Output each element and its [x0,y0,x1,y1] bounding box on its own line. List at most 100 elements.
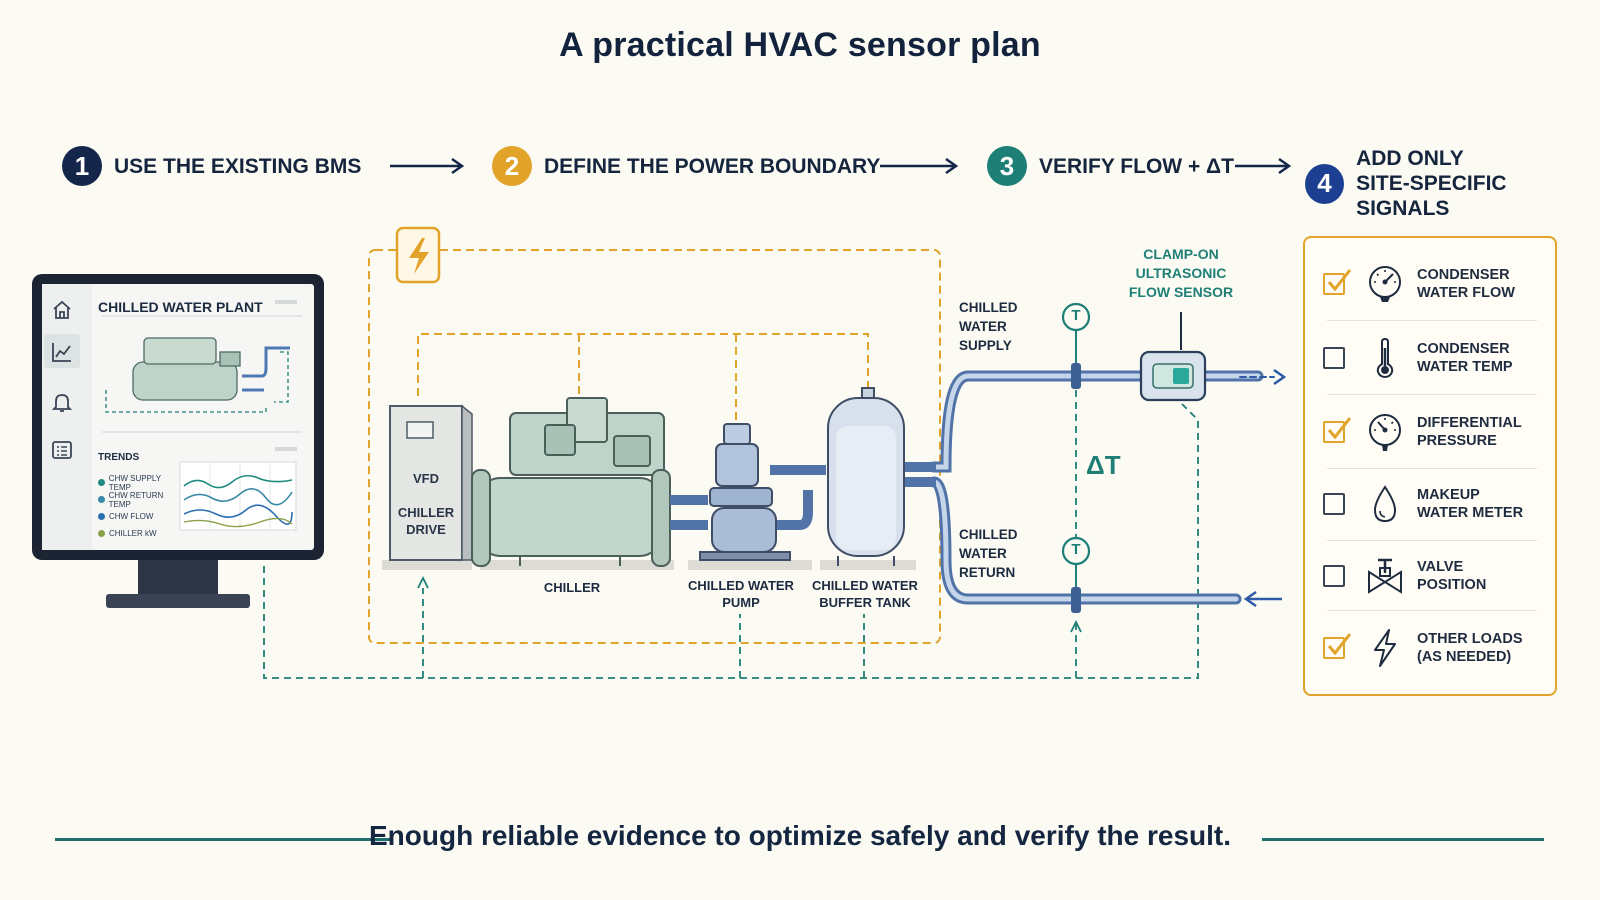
legend-dot [98,530,105,537]
legend-label: CHILLER kW [109,529,157,538]
checkbox-unchecked[interactable] [1323,493,1345,515]
pump-label-line1: CHILLED WATER [688,578,794,593]
return-temp-sensor [1061,536,1091,613]
legend-label: CHW FLOW [109,512,154,521]
checkbox-checked[interactable] [1323,269,1352,295]
step-4-label-line1: ADD ONLY [1356,147,1464,170]
vfd-data-arrow [417,575,429,589]
thermometer-icon [1376,338,1394,378]
legend-label: CHW RETURN TEMP [108,490,164,509]
divider [1327,320,1537,321]
checklist-item-line1: DIFFERENTIAL [1417,415,1522,431]
delta-t-label: ΔT [1086,450,1121,480]
flow-sensor-label-line1: CLAMP-ON [1143,246,1219,262]
legend-dot [98,479,105,486]
power-boundary [368,249,941,644]
bms-monitor [32,274,324,608]
return-label: CHILLED WATER RETURN [959,525,1018,582]
trend-legend-item: CHW RETURN TEMP [98,490,183,509]
bms-header: CHILLED WATER PLANT [98,299,263,315]
checkbox-unchecked[interactable] [1323,565,1345,587]
divider [1327,468,1537,469]
checklist-item-line1: VALVE [1417,559,1464,575]
step-4-label-line2: SITE-SPECIFIC SIGNALS [1356,172,1507,220]
chiller-unit [471,397,674,570]
supply-label: CHILLED WATER SUPPLY [959,298,1018,355]
step-2-label: DEFINE THE POWER BOUNDARY [544,154,881,178]
tagline: Enough reliable evidence to optimize saf… [368,820,1231,851]
chilled-water-pipes [928,370,1275,605]
sidebar-active-highlight [44,334,80,368]
checklist-item-line2: POSITION [1417,577,1487,593]
divider [1327,540,1537,541]
chiller-label: CHILLER [543,580,601,595]
vfd-cabinet [382,404,473,570]
tank-label-line1: CHILLED WATER [812,578,918,593]
step-2: 2 DEFINE THE POWER BOUNDARY [492,146,880,186]
return-label-line2: WATER [959,546,1007,561]
pressure-gauge-icon [1369,414,1401,451]
chart-icon[interactable] [50,340,74,364]
chilled-water-pump [670,423,826,570]
vfd-label-line2: CHILLER [397,505,455,520]
vfd-label: VFD CHILLER DRIVE [390,470,462,538]
checklist-item[interactable]: CONDENSER WATER TEMP [1323,324,1539,392]
chilled-water-buffer-tank [820,387,936,570]
checklist-item[interactable]: DIFFERENTIAL PRESSURE [1323,398,1539,466]
step-arrow-2 [880,157,959,175]
data-connection-lines [263,354,1199,679]
list-icon[interactable] [50,438,74,462]
step-arrow-3 [1235,157,1292,175]
legend-dot [98,496,105,503]
bell-icon[interactable] [50,390,74,414]
checklist-item-line2: PRESSURE [1417,433,1497,449]
checklist-item-line1: CONDENSER [1417,341,1510,357]
checklist-item[interactable]: OTHER LOADS(AS NEEDED) [1323,614,1539,682]
step-4-label: ADD ONLY SITE-SPECIFIC SIGNALS [1356,146,1600,221]
trend-legend-item: CHW SUPPLY TEMP [98,474,183,492]
checkbox-unchecked[interactable] [1323,347,1345,369]
step-arrow-1 [390,157,465,175]
supply-label-line3: SUPPLY [959,338,1012,353]
checklist-item-line2: WATER TEMP [1417,359,1513,375]
flow-sensor-label-line2: ULTRASONIC [1135,265,1227,281]
flow-sensor-label-line3: FLOW SENSOR [1128,284,1234,300]
checklist-item-line1: MAKEUP [1417,487,1480,503]
step-1: 1 USE THE EXISTING BMS [62,146,361,186]
return-temp-tag: T [1071,541,1081,558]
step-1-number: 1 [62,146,102,186]
divider [1327,394,1537,395]
step-4-number: 4 [1305,163,1345,204]
checklist-item[interactable]: VALVE POSITION [1323,542,1539,610]
home-icon[interactable] [50,298,74,322]
tank-label: CHILLED WATER BUFFER TANK [804,577,926,611]
legend-dot [98,513,105,520]
flow-sensor-label: CLAMP-ON ULTRASONIC FLOW SENSOR [1116,245,1246,302]
vfd-label-line3: DRIVE [406,522,446,537]
supply-flow-arrow [1273,368,1287,386]
lightning-icon [1374,629,1396,667]
trend-legend-item: CHILLER kW [98,525,183,542]
vfd-label-line1: VFD [413,471,439,486]
step-4: 4 ADD ONLY SITE-SPECIFIC SIGNALS [1305,146,1600,221]
checkbox-checked[interactable] [1323,633,1352,659]
supply-temp-sensor [1061,302,1091,389]
checklist-item-line1: CONDENSER [1417,267,1510,283]
supply-label-line2: WATER [959,319,1007,334]
checklist-item-line1: OTHER LOADS [1417,631,1523,647]
power-meter-icon [395,226,441,284]
return-temp-data-arrow [1070,619,1082,633]
checkbox-checked[interactable] [1323,417,1352,443]
tagline-rule-left [55,838,393,841]
checklist-item[interactable]: CONDENSER WATER FLOW [1323,250,1539,318]
step-3: 3 VERIFY FLOW + ΔT [987,146,1234,186]
checklist-item-line2: WATER FLOW [1417,285,1515,301]
bms-trends-title: TRENDS [98,452,140,463]
return-label-line1: CHILLED [959,527,1018,542]
step-2-number: 2 [492,146,532,186]
divider [1327,610,1537,611]
clamp-on-flow-sensor-icon [1139,312,1207,402]
